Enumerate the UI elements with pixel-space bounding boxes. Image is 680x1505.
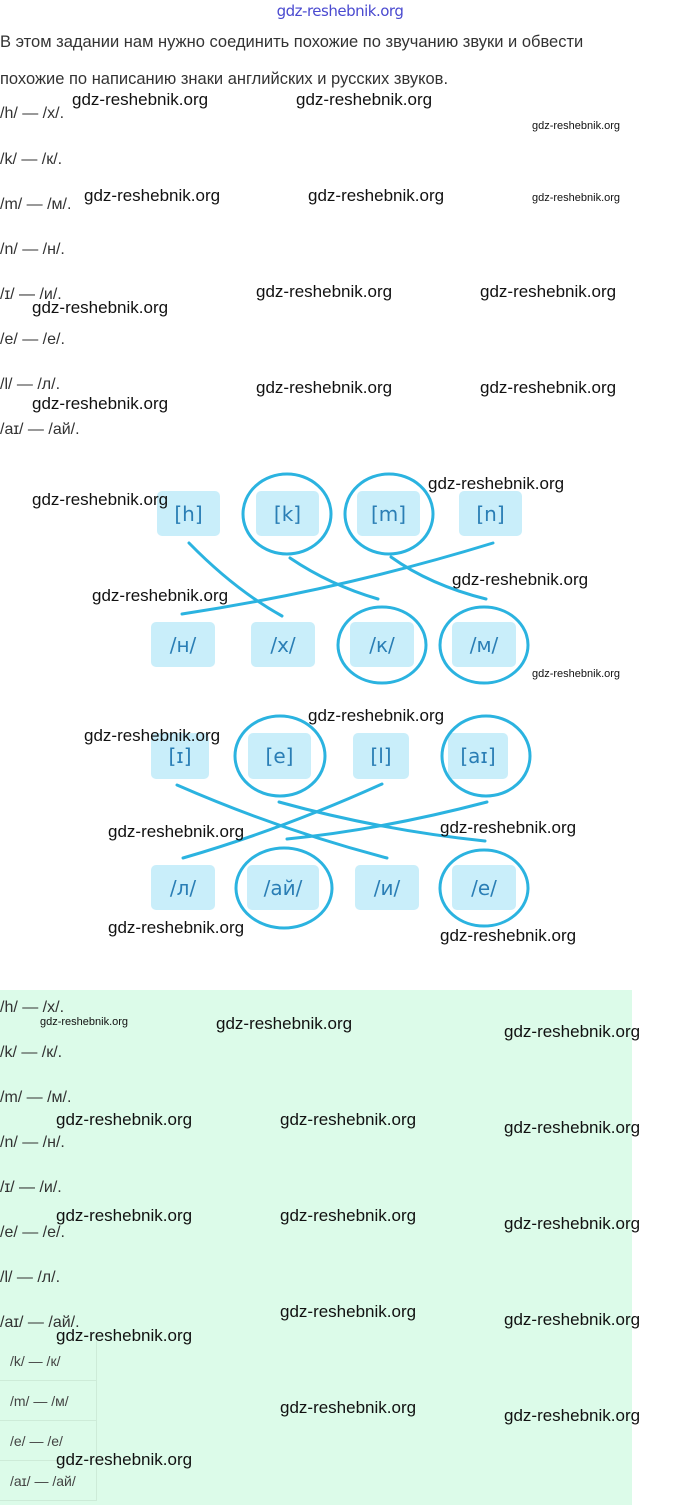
watermark: gdz-reshebnik.org [504,1406,641,1425]
table-row: /e/ — /е/ [0,1421,97,1461]
pair-line: /k/ — /к/. [0,151,63,168]
tile-english: [l] [353,733,409,779]
watermark: gdz-reshebnik.org [428,474,565,493]
answer-box [0,990,632,1505]
tile-russian: /е/ [452,865,516,910]
watermark: gdz-reshebnik.org [280,1110,417,1129]
circle-m [343,472,435,556]
pair-line: /aɪ/ — /ай/. [0,421,80,438]
watermark: gdz-reshebnik.org [532,120,621,132]
tile-russian: /к/ [350,622,414,667]
line-h-x [187,541,284,618]
tile-english: [m] [357,491,420,536]
circle-e [233,714,327,798]
watermark: gdz-reshebnik.org [308,186,445,205]
tile-russian: /м/ [452,622,516,667]
answer-table: /k/ — /к/ /m/ — /м/ /e/ — /е/ /aɪ/ — /ай… [0,1341,97,1501]
watermark: gdz-reshebnik.org [84,726,221,745]
watermark: gdz-reshebnik.org [32,298,169,317]
tile-russian: /ай/ [247,865,319,910]
watermark: gdz-reshebnik.org [72,90,209,109]
answer-pair-line: /m/ — /м/. [0,1089,72,1106]
line-k-k [288,556,380,601]
circle-ai [440,714,532,798]
pair-line: /h/ — /x/. [0,105,65,122]
watermark: gdz-reshebnik.org [56,1206,193,1225]
circle-m-ru [438,605,530,685]
table-row: /aɪ/ — /ай/ [0,1461,97,1501]
line-l-l [181,782,384,860]
pair-line: /e/ — /е/. [0,331,65,348]
answer-pair-line: /n/ — /н/. [0,1134,65,1151]
site-logo[interactable]: gdz-reshebnik.org [276,2,404,20]
line-n-n [180,541,495,616]
watermark: gdz-reshebnik.org [108,918,245,937]
watermark: gdz-reshebnik.org [504,1118,641,1137]
watermark: gdz-reshebnik.org [532,668,621,680]
circle-k-ru [336,605,428,685]
answer-pair-line: /l/ — /л/. [0,1269,61,1286]
answer-pair-line: /ɪ/ — /и/. [0,1179,62,1196]
watermark: gdz-reshebnik.org [84,186,221,205]
watermark: gdz-reshebnik.org [440,926,577,945]
watermark: gdz-reshebnik.org [308,706,445,725]
watermark: gdz-reshebnik.org [280,1302,417,1321]
watermark: gdz-reshebnik.org [108,822,245,841]
circle-ai-ru [234,846,334,930]
tile-russian: /н/ [151,622,215,667]
watermark: gdz-reshebnik.org [92,586,229,605]
watermark: gdz-reshebnik.org [452,570,589,589]
circle-e-ru [438,848,530,928]
intro-line-1: В этом задании нам нужно соединить похож… [0,33,584,51]
watermark: gdz-reshebnik.org [40,1016,129,1028]
pair-line: /l/ — /л/. [0,376,61,393]
watermark: gdz-reshebnik.org [56,1110,193,1129]
tile-english: [h] [157,491,220,536]
watermark: gdz-reshebnik.org [256,282,393,301]
tile-english: [aɪ] [448,733,508,779]
intro-line-2: похожие по написанию знаки английских и … [0,70,449,88]
tile-english: [e] [248,733,311,779]
watermark: gdz-reshebnik.org [296,90,433,109]
watermark: gdz-reshebnik.org [56,1326,193,1345]
pair-line: /m/ — /м/. [0,196,72,213]
watermark: gdz-reshebnik.org [56,1450,193,1469]
watermark: gdz-reshebnik.org [280,1206,417,1225]
tile-english: [n] [459,491,522,536]
answer-pair-line: /aɪ/ — /ай/. [0,1314,80,1331]
tile-russian: /и/ [355,865,419,910]
circle-k [241,472,333,556]
table-row: /m/ — /м/ [0,1381,97,1421]
watermark: gdz-reshebnik.org [504,1310,641,1329]
watermark: gdz-reshebnik.org [480,282,617,301]
connection-lines [175,472,532,930]
pair-line: /ɪ/ — /и/. [0,286,62,303]
watermark: gdz-reshebnik.org [216,1014,353,1033]
answer-pair-line: /e/ — /е/. [0,1224,65,1241]
tile-russian: /л/ [151,865,215,910]
watermark: gdz-reshebnik.org [32,394,169,413]
watermark: gdz-reshebnik.org [440,818,577,837]
answer-pair-line: /k/ — /к/. [0,1044,63,1061]
watermark: gdz-reshebnik.org [532,192,621,204]
watermark: gdz-reshebnik.org [280,1398,417,1417]
watermark: gdz-reshebnik.org [480,378,617,397]
watermark: gdz-reshebnik.org [256,378,393,397]
pair-line: /n/ — /н/. [0,241,65,258]
line-ai-ai [285,800,489,841]
line-m-m [389,555,488,601]
watermark: gdz-reshebnik.org [504,1022,641,1041]
answer-pair-line: /h/ — /x/. [0,999,65,1016]
watermark: gdz-reshebnik.org [32,490,169,509]
tile-russian: /х/ [251,622,315,667]
table-row: /k/ — /к/ [0,1341,97,1381]
tile-english: [k] [256,491,319,536]
watermark: gdz-reshebnik.org [504,1214,641,1233]
tile-english: [ɪ] [151,733,209,779]
